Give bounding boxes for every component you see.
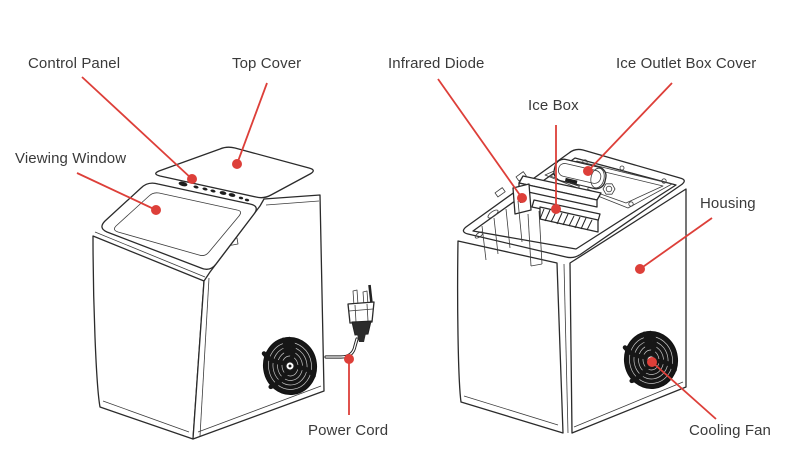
leader-line-control-panel bbox=[81, 76, 193, 180]
power-cord-line bbox=[324, 337, 359, 359]
leader-line-ice-outlet-box-cover bbox=[587, 82, 673, 172]
leader-dots bbox=[151, 159, 657, 367]
control-panel-buttons bbox=[178, 181, 250, 202]
leader-dot-ice-outlet-box-cover bbox=[583, 166, 593, 176]
leader-dot-control-panel bbox=[187, 174, 197, 184]
label-viewing-window: Viewing Window bbox=[15, 150, 127, 167]
hex-nut bbox=[602, 183, 616, 195]
housing-left-face bbox=[456, 240, 564, 434]
lid-outer bbox=[101, 182, 257, 270]
leader-line-housing bbox=[639, 217, 713, 270]
label-infrared-diode: Infrared Diode bbox=[388, 55, 485, 72]
reservoir-fins bbox=[481, 200, 523, 261]
leader-dot-viewing-window bbox=[151, 205, 161, 215]
label-ice-outlet-box-cover: Ice Outlet Box Cover bbox=[616, 55, 757, 72]
label-cooling-fan: Cooling Fan bbox=[689, 422, 771, 439]
leader-line-top-cover bbox=[236, 82, 268, 165]
body-left-face bbox=[92, 235, 205, 440]
leader-dot-cooling-fan bbox=[647, 357, 657, 367]
label-control-panel: Control Panel bbox=[28, 55, 121, 72]
leader-dot-ice-box bbox=[551, 204, 561, 214]
top-cover-surface bbox=[155, 146, 314, 199]
label-power-cord: Power Cord bbox=[308, 422, 389, 439]
leader-lines bbox=[76, 76, 717, 420]
leader-dot-housing bbox=[635, 264, 645, 274]
leader-dot-infrared-diode bbox=[517, 193, 527, 203]
power-plug bbox=[347, 284, 375, 342]
ice-maker-exterior-illustration bbox=[92, 146, 375, 440]
label-ice-box: Ice Box bbox=[528, 97, 579, 114]
leader-line-cooling-fan bbox=[651, 361, 717, 420]
fan-grille-left bbox=[261, 336, 318, 395]
label-top-cover: Top Cover bbox=[232, 55, 302, 72]
viewing-window-pane bbox=[114, 192, 241, 256]
leader-dot-top-cover bbox=[232, 159, 242, 169]
ice-maker-interior-illustration bbox=[456, 148, 687, 434]
leader-dot-power-cord bbox=[344, 354, 354, 364]
top-collar bbox=[462, 148, 685, 259]
leader-line-infrared-diode bbox=[437, 78, 523, 199]
leader-line-viewing-window bbox=[76, 172, 157, 211]
label-housing: Housing bbox=[700, 195, 756, 212]
fan-grille-right bbox=[622, 330, 679, 389]
